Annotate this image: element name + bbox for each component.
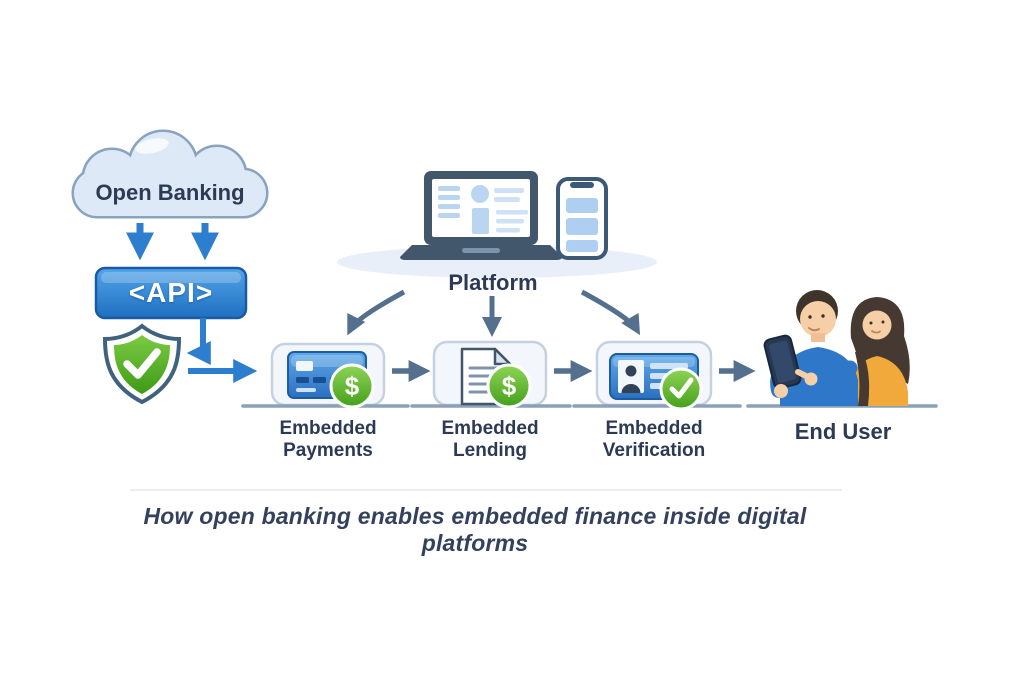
api-badge	[94, 266, 248, 320]
svg-text:$: $	[502, 371, 517, 401]
step-label-verification: Embedded Verification	[584, 418, 724, 462]
man-figure	[763, 290, 858, 406]
platform-label: Platform	[448, 270, 538, 295]
step-label-lending: Embedded Lending	[420, 418, 560, 462]
shield-check-icon	[102, 323, 182, 405]
arrow-platform-to-payments	[347, 289, 406, 336]
held-phone-icon	[763, 334, 802, 390]
arrow-platform-to-verification	[580, 289, 641, 336]
cloud-icon	[74, 132, 266, 216]
api-label: <API>	[128, 277, 214, 308]
step-label-line: Lending	[453, 440, 527, 461]
step-label-line: Embedded	[279, 418, 377, 439]
cloud-label: Open Banking	[95, 180, 245, 205]
step-label-line: Payments	[283, 440, 373, 461]
check-badge-icon	[659, 367, 703, 411]
smartphone-icon	[556, 177, 608, 260]
dollar-badge-icon: $	[329, 363, 375, 409]
caption-text: How open banking enables embedded financ…	[143, 503, 807, 556]
dollar-badge-icon: $	[486, 363, 532, 409]
end-user-label: End User	[794, 419, 892, 444]
arrow-api-to-shield	[186, 318, 211, 365]
woman-figure	[848, 297, 910, 406]
step-label-line: Verification	[602, 440, 706, 461]
laptop-icon	[400, 171, 562, 260]
step-label-line: Embedded	[441, 418, 539, 439]
checkmark-icon	[123, 348, 161, 379]
caption-divider	[130, 489, 842, 491]
step-label-payments: Embedded Payments	[258, 418, 398, 462]
svg-text:$: $	[345, 371, 360, 401]
two-people-with-phone-icon	[763, 290, 910, 406]
step-label-line: Embedded	[605, 418, 703, 439]
